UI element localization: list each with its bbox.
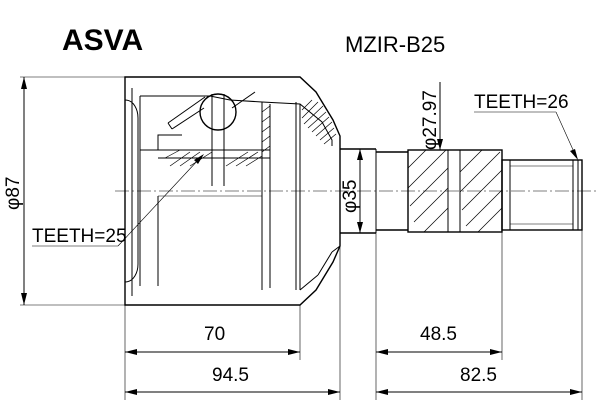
spline-diameter-dimension: φ27.97 (420, 82, 443, 150)
shaft-diameter-dimension: φ35 (340, 149, 363, 233)
outer-teeth-label: TEETH=26 (474, 92, 569, 113)
joint-housing (124, 76, 341, 306)
outer-diameter-dimension: φ87 (3, 76, 125, 306)
spline-length-label: 48.5 (420, 324, 457, 345)
spline-length-dimension: 48.5 (375, 232, 503, 400)
inner-teeth-label: TEETH=25 (32, 226, 127, 247)
outer-teeth-callout: TEETH=26 (474, 92, 578, 160)
part-number: MZIR-B25 (345, 32, 445, 57)
total-left-length-dimension: 94.5 (125, 246, 341, 400)
brand-logo: ASVA (62, 24, 143, 57)
shaft-diameter-label: φ35 (340, 180, 361, 213)
shaft-length-label: 82.5 (460, 365, 497, 386)
inner-teeth-callout: TEETH=25 (32, 154, 204, 247)
housing-length-dimension: 70 (124, 305, 301, 400)
output-shaft (340, 148, 583, 234)
housing-length-label: 70 (204, 324, 225, 345)
spline-diameter-label: φ27.97 (420, 90, 441, 150)
shaft-length-dimension: 82.5 (376, 230, 583, 400)
total-left-length-label: 94.5 (212, 365, 249, 386)
outer-diameter-label: φ87 (3, 177, 24, 210)
